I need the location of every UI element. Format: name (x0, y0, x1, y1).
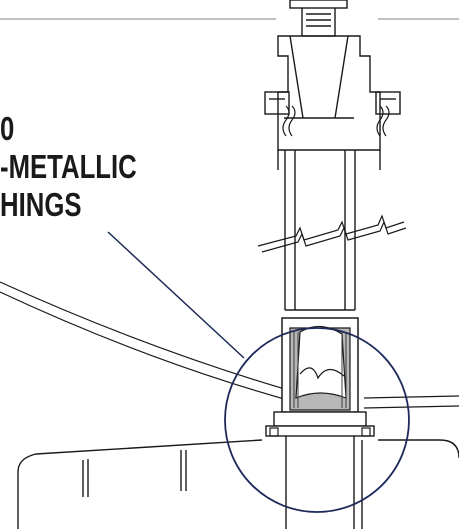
detail-circle (224, 327, 410, 513)
curved-tube (0, 281, 459, 409)
callout-label: 0 -METALLIC HINGS (0, 110, 137, 224)
upper-housing (264, 35, 401, 170)
callout-line-3: HINGS (0, 186, 82, 223)
lower-body (17, 436, 459, 529)
bushing-assembly (265, 317, 375, 437)
callout-line-2: -METALLIC (0, 148, 137, 185)
top-cap (289, 0, 348, 37)
leader-line (107, 231, 245, 359)
break-line (257, 214, 407, 253)
callout-line-1: 0 (0, 110, 15, 147)
